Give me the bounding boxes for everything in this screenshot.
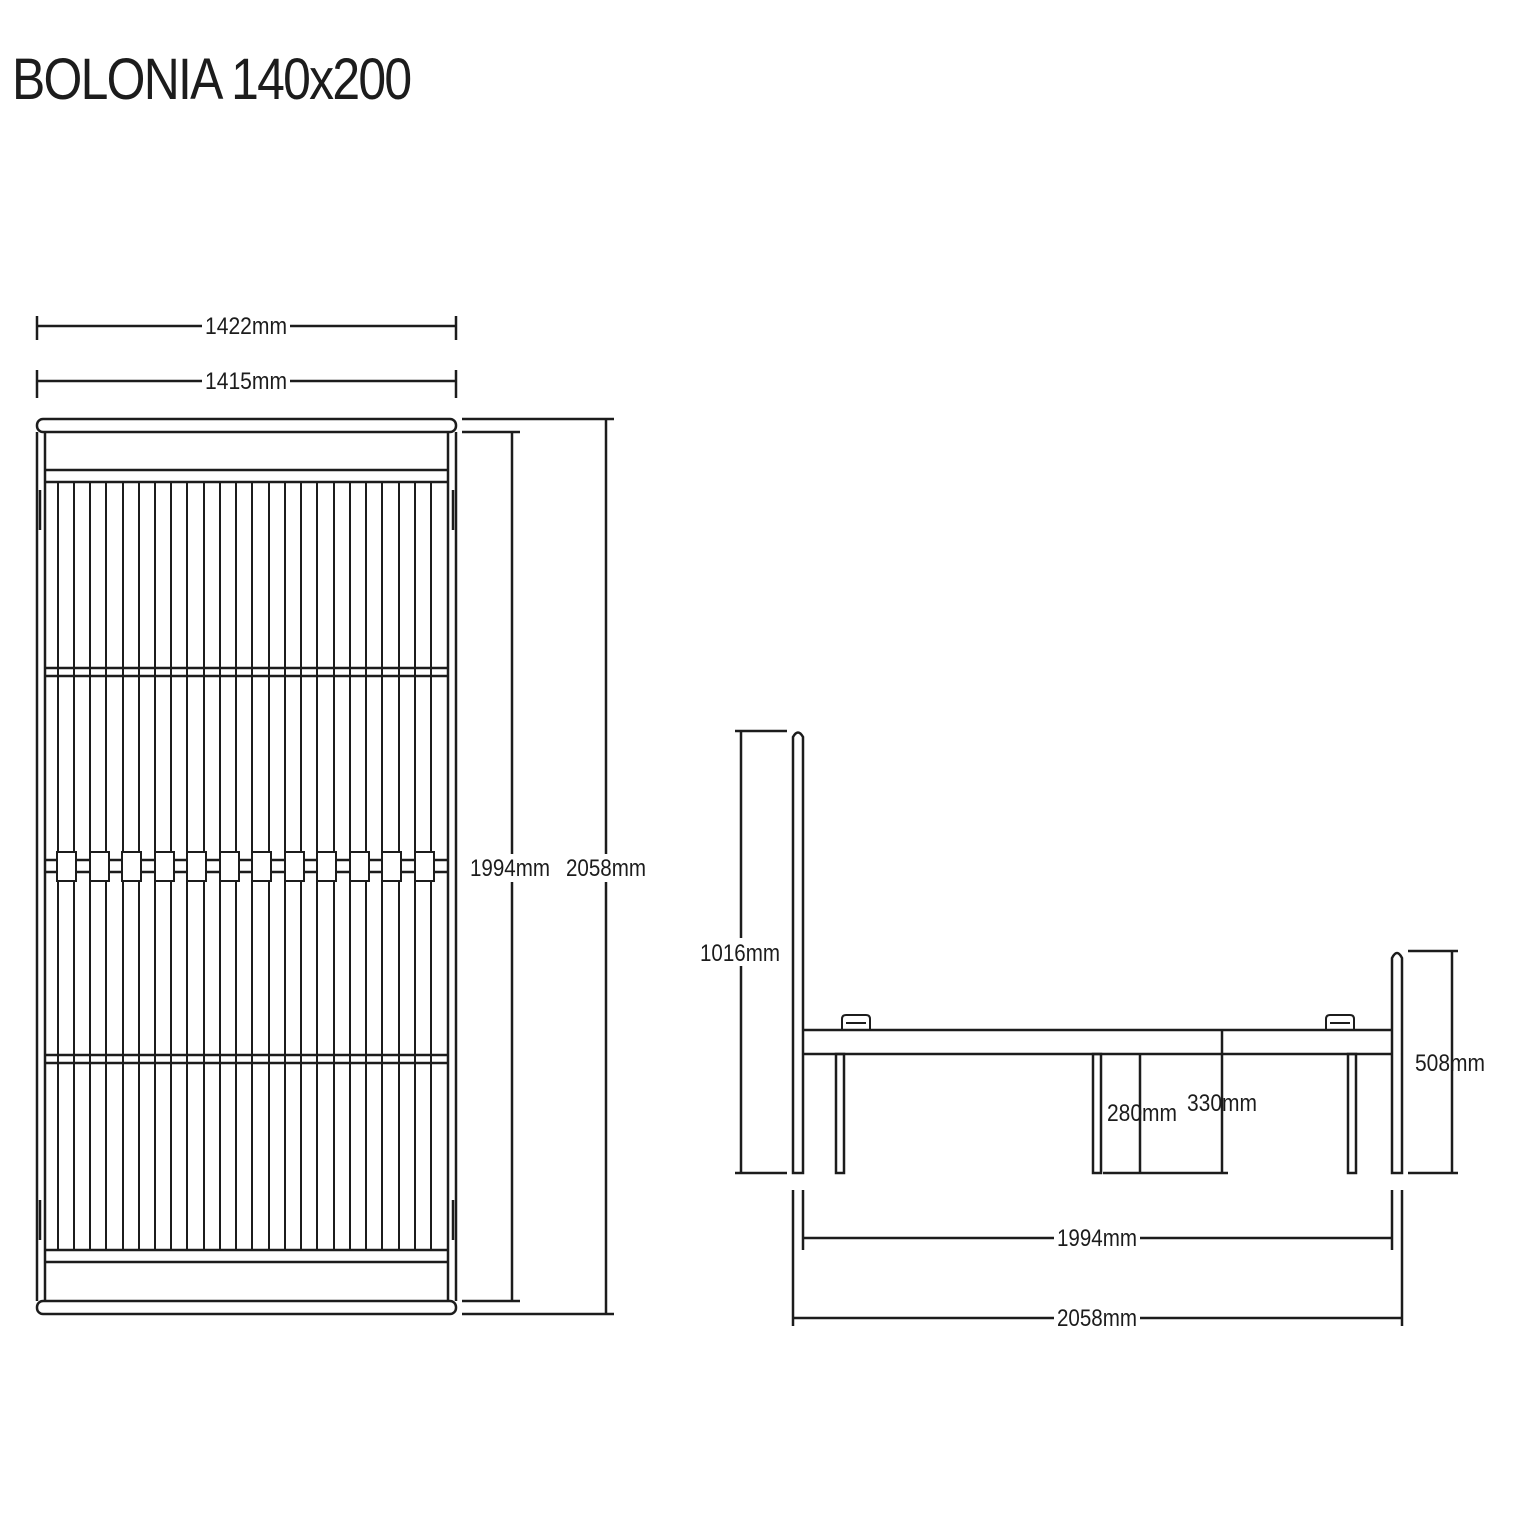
- diagram-title: BOLONIA 140x200: [12, 47, 412, 112]
- dim-footboard-height: [1408, 949, 1458, 1175]
- label-clearance-high: 330mm: [1187, 1090, 1257, 1117]
- label-side-outer-length: 2058mm: [1057, 1305, 1137, 1332]
- dim-clearance: [1103, 1030, 1228, 1175]
- headboard: [791, 731, 805, 1175]
- footboard: [1390, 951, 1404, 1175]
- side-rail: [803, 1028, 1392, 1056]
- label-inner-length: 1994mm: [470, 855, 550, 882]
- label-side-inner-length: 1994mm: [1057, 1225, 1137, 1252]
- slats: [57, 482, 432, 1250]
- label-clearance-low: 280mm: [1107, 1100, 1177, 1127]
- label-footboard-height: 508mm: [1415, 1050, 1485, 1077]
- label-headboard-height: 1016mm: [700, 940, 780, 967]
- label-outer-width: 1422mm: [205, 313, 287, 340]
- top-view-frame: [35, 417, 458, 1316]
- top-view: [35, 316, 614, 1316]
- label-inner-width: 1415mm: [205, 368, 287, 395]
- slat-clips: [56, 851, 435, 882]
- rail-brackets: [841, 1014, 1355, 1030]
- legs: [834, 1052, 1358, 1175]
- label-outer-length: 2058mm: [566, 855, 646, 882]
